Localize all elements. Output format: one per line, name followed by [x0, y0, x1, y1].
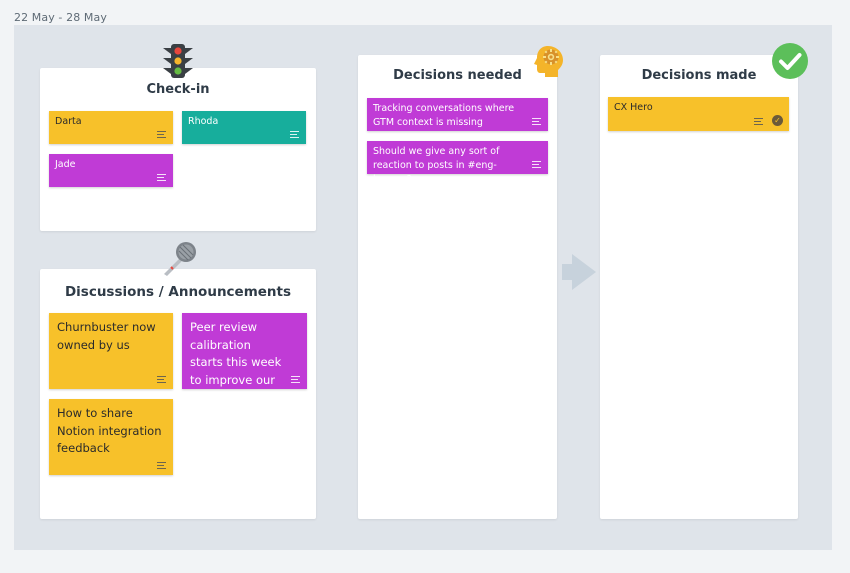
notes-icon — [291, 376, 300, 384]
frame-decisions-needed[interactable]: Decisions needed Tracking conversations … — [358, 55, 557, 519]
sticky-text: Jade — [55, 159, 76, 170]
frame-title-discussions: Discussions / Announcements — [64, 284, 292, 300]
sticky-text: Darta — [55, 116, 82, 127]
sticky-text: Peer review calibration starts this week… — [190, 320, 282, 404]
notes-icon — [157, 462, 166, 470]
notes-icon — [754, 118, 763, 126]
notes-icon — [157, 131, 166, 139]
notes-icon — [532, 118, 541, 126]
arrow-connector-tail — [562, 264, 572, 280]
sticky-text: Rhoda — [188, 116, 219, 127]
sticky-text: Should we give any sort of reaction to p… — [373, 146, 500, 185]
notes-icon — [532, 161, 541, 169]
sticky-text: Churnbuster now owned by us — [57, 320, 156, 352]
sticky-note[interactable]: How to share Notion integration feedback — [49, 399, 173, 475]
frame-decisions-made[interactable]: Decisions made CX Hero ✓ — [600, 55, 798, 519]
arrow-connector — [572, 254, 596, 290]
frame-checkin[interactable]: Check-in Darta Rhoda Jade — [40, 68, 316, 231]
sticky-note[interactable]: CX Hero ✓ — [608, 97, 789, 131]
thinking-head-icon — [534, 46, 563, 77]
resolved-check-icon: ✓ — [772, 115, 783, 126]
notes-icon — [157, 174, 166, 182]
frame-title-decisions-needed: Decisions needed — [393, 68, 522, 83]
sticky-note[interactable]: Peer review calibration starts this week… — [182, 313, 307, 404]
sticky-note[interactable]: Churnbuster now owned by us — [49, 313, 173, 389]
frame-title-checkin: Check-in — [146, 82, 210, 97]
notes-icon — [290, 131, 299, 139]
traffic-light-icon — [163, 44, 193, 78]
check-mark-icon — [772, 43, 808, 79]
sticky-note[interactable]: Tracking conversations where GTM context… — [367, 98, 548, 131]
sticky-text: CX Hero — [614, 102, 653, 113]
sticky-text: How to share Notion integration feedback — [57, 406, 162, 455]
sticky-note[interactable]: Should we give any sort of reaction to p… — [367, 141, 548, 185]
sticky-note[interactable]: Rhoda — [182, 111, 306, 144]
microphone-icon — [164, 242, 196, 276]
notes-icon — [157, 376, 166, 384]
sticky-text: Tracking conversations where GTM context… — [373, 103, 515, 128]
frame-title-decisions-made: Decisions made — [641, 68, 757, 83]
date-range-label: 22 May - 28 May — [14, 11, 107, 24]
frame-discussions[interactable]: Discussions / Announcements Churnbuster … — [40, 269, 316, 519]
sticky-note[interactable]: Darta — [49, 111, 173, 144]
sticky-note[interactable]: Jade — [49, 154, 173, 187]
